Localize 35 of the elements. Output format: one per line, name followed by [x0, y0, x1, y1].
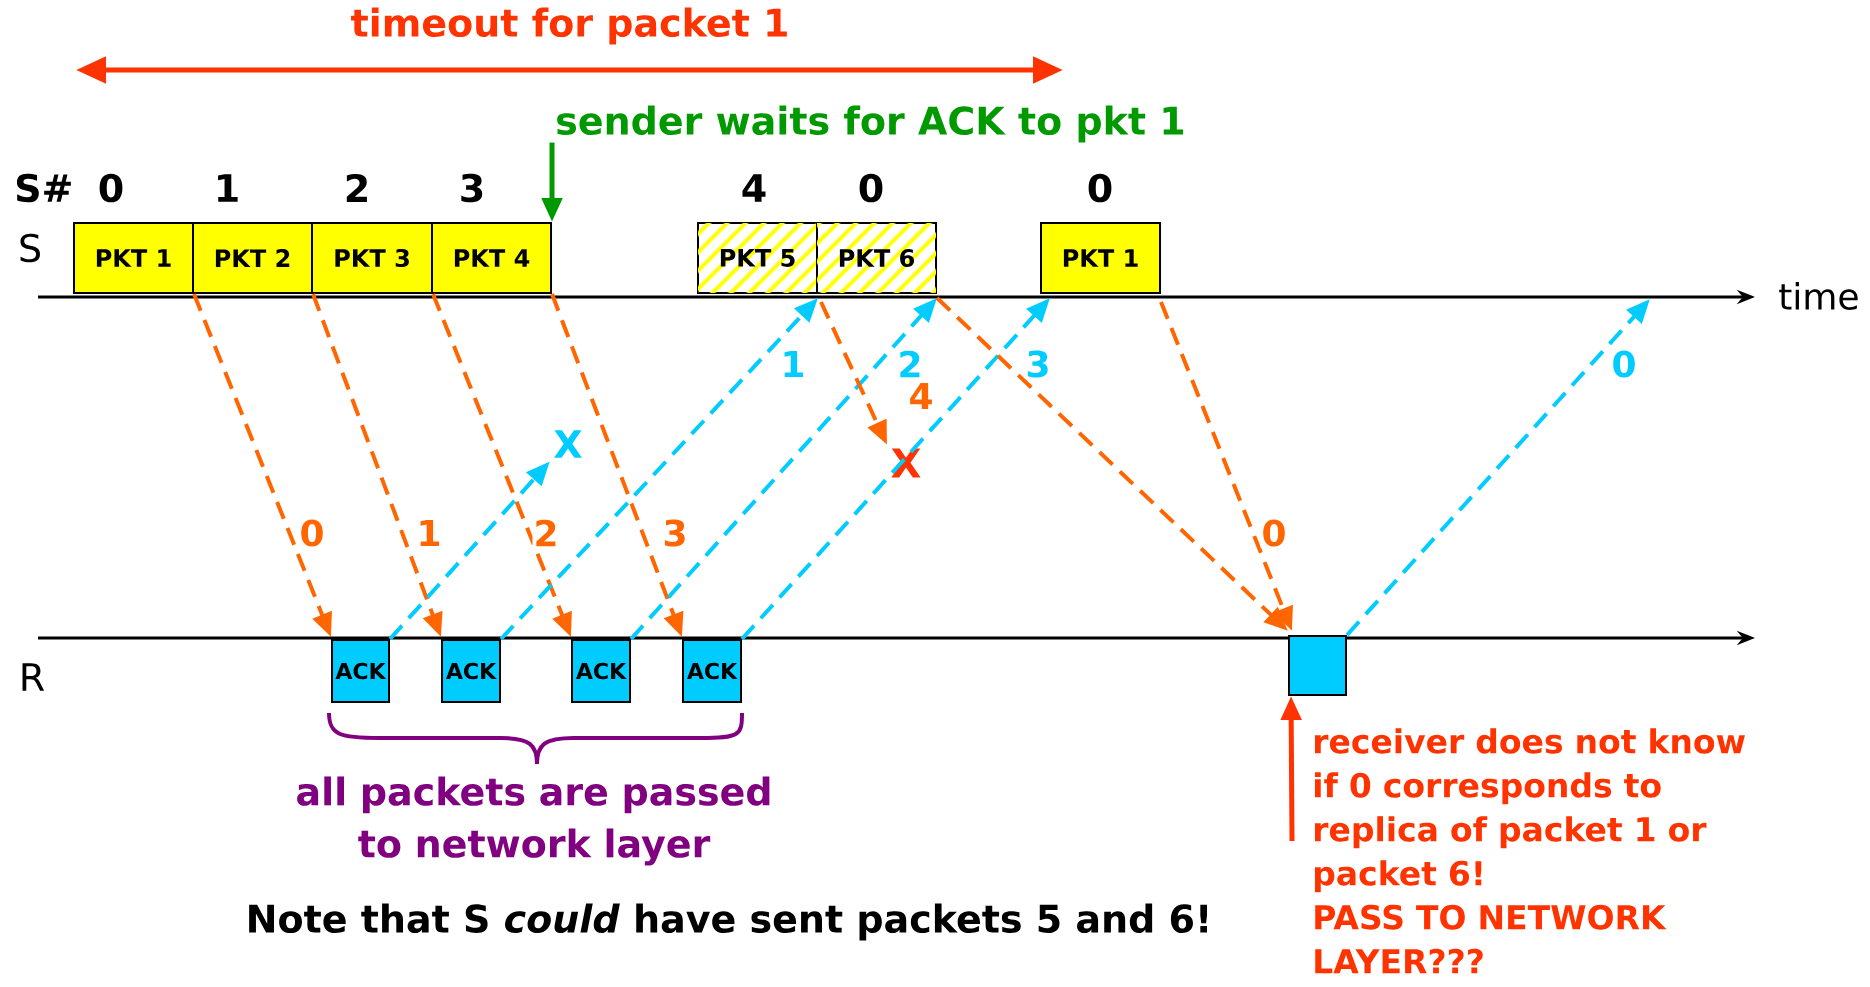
edge-label: 3 — [1024, 349, 1052, 379]
ack-box: ACK — [441, 639, 501, 703]
edge-label: 1 — [415, 518, 443, 548]
ack-box: ACK — [331, 639, 390, 703]
sequence-number: 0 — [859, 173, 883, 203]
edge-label: 0 — [1260, 518, 1288, 548]
edge-label: 1 — [779, 349, 807, 379]
edge-label: 0 — [298, 518, 326, 548]
axis-label: time — [1779, 282, 1858, 310]
edge-label: 0 — [1610, 349, 1638, 379]
receiver-box — [1288, 635, 1347, 696]
edge-label: 4 — [907, 381, 935, 411]
sequence-number: 3 — [461, 173, 483, 203]
sequence-number: 4 — [742, 174, 766, 202]
packet-box: PKT 1 — [73, 222, 194, 294]
edge-label: 3 — [661, 518, 689, 548]
ack-box: ACK — [682, 639, 742, 703]
edge-label: 2 — [896, 349, 924, 379]
receiver-note: receiver does not know if 0 corresponds to replica of packet 1 or packet 6! PASS TO NETWORK LAYER??? — [1315, 728, 1745, 974]
sender-note: sender waits for ACK to pkt 1 — [557, 105, 1184, 143]
column-header: S# — [16, 173, 71, 203]
sequence-number: 1 — [218, 174, 238, 202]
packet-box: PKT 1 — [1040, 222, 1161, 294]
sequence-number: 0 — [99, 173, 123, 203]
packet-box: PKT 2 — [192, 222, 313, 294]
lost-mark: X — [554, 430, 582, 458]
note: Note that S could have sent packets 5 and 6! — [249, 903, 1207, 941]
timeout-label: timeout for packet 1 — [351, 7, 787, 45]
packet-box: PKT 4 — [431, 222, 552, 294]
edge-label: 2 — [532, 518, 560, 548]
ack-box: ACK — [571, 639, 631, 703]
brace-caption: all packets are passed to network layer — [297, 776, 770, 866]
packet-box: PKT 3 — [311, 222, 433, 294]
receiver-label: R — [22, 663, 45, 691]
sequence-number: 2 — [346, 173, 367, 203]
